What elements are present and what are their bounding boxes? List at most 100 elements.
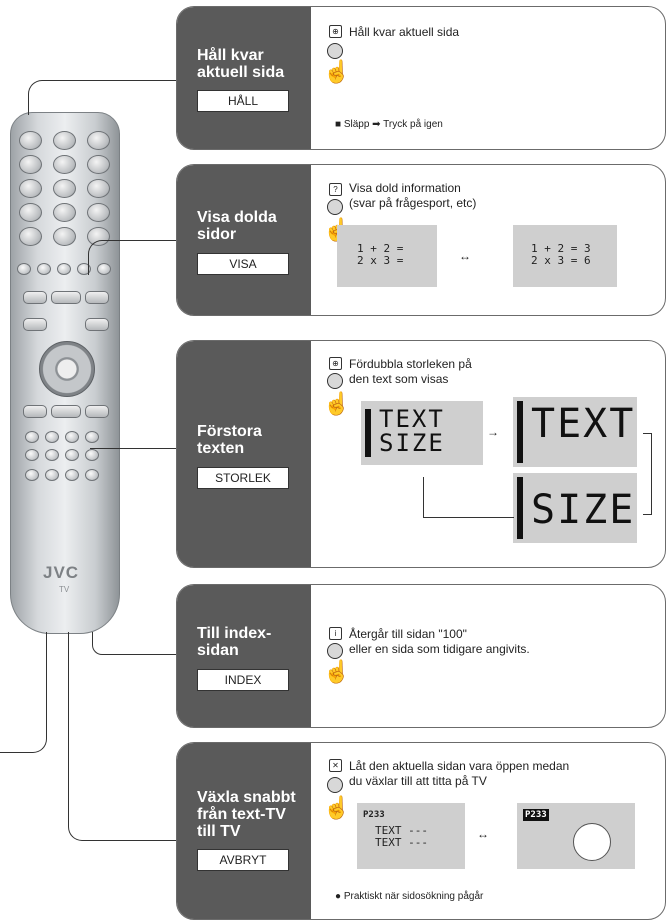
- connector-line: [90, 448, 178, 450]
- hold-key[interactable]: HÅLL: [197, 90, 289, 112]
- screen-top-half: TEXT: [513, 397, 637, 467]
- remote-button[interactable]: [19, 227, 42, 246]
- remote-rect-button[interactable]: [51, 405, 81, 418]
- remote-text-button[interactable]: [65, 431, 79, 443]
- equation-line: 2 x 3 =: [357, 254, 404, 267]
- remote-text-button[interactable]: [85, 449, 99, 461]
- remote-text-button[interactable]: [45, 449, 59, 461]
- remote-text-button[interactable]: [25, 431, 39, 443]
- remote-control: JVC TV: [10, 112, 120, 634]
- card-text: du växlar till att titta på TV: [349, 774, 487, 788]
- teletext-line: TEXT ---: [375, 836, 428, 849]
- screen-before: 1 + 2 = 2 x 3 =: [337, 225, 437, 287]
- tv-picture-icon: [573, 823, 611, 861]
- remote-text-button[interactable]: [65, 449, 79, 461]
- index-icon: i: [329, 627, 342, 640]
- screen-bar: [365, 409, 371, 457]
- card-note: ● Praktiskt när sidosökning pågår: [335, 891, 484, 902]
- card-text: (svar på frågesport, etc): [349, 196, 477, 210]
- size-key[interactable]: STORLEK: [197, 467, 289, 489]
- card-index: Till index-sidan INDEX i ☝ Återgår till …: [176, 584, 666, 728]
- remote-rect-button[interactable]: [85, 405, 109, 418]
- connector-line: [0, 632, 47, 753]
- card-side: [177, 743, 311, 919]
- remote-key-icon: [327, 43, 343, 59]
- screen-normal: TEXT SIZE: [361, 401, 483, 465]
- teletext-screen: P233 TEXT --- TEXT ---: [357, 803, 465, 869]
- remote-key-icon: [327, 777, 343, 793]
- double-arrow-icon: ↔: [459, 249, 471, 263]
- remote-small-button[interactable]: [17, 263, 31, 275]
- card-note: ■ Släpp ➡ Tryck på igen: [335, 119, 443, 130]
- card-title: Till index-sidan: [197, 625, 272, 659]
- arrow-right-icon: →: [487, 425, 499, 439]
- size-word: TEXT: [379, 405, 445, 433]
- remote-text-button[interactable]: [45, 431, 59, 443]
- remote-text-button[interactable]: [25, 469, 39, 481]
- remote-text-button[interactable]: [85, 431, 99, 443]
- remote-text-button[interactable]: [25, 449, 39, 461]
- page-number: P233: [363, 810, 385, 820]
- remote-button[interactable]: [53, 227, 76, 246]
- remote-button[interactable]: [87, 203, 110, 222]
- equation-line: 2 x 3 = 6: [531, 254, 591, 267]
- cycle-line: [423, 477, 514, 518]
- remote-button[interactable]: [19, 203, 42, 222]
- remote-small-button[interactable]: [57, 263, 71, 275]
- card-text: den text som visas: [349, 372, 449, 386]
- remote-small-button[interactable]: [37, 263, 51, 275]
- remote-button[interactable]: [53, 203, 76, 222]
- remote-rect-button[interactable]: [51, 291, 81, 304]
- cancel-key[interactable]: AVBRYT: [197, 849, 289, 871]
- screen-bar: [517, 401, 523, 463]
- cycle-line: [643, 433, 652, 515]
- remote-button[interactable]: [19, 155, 42, 174]
- remote-rect-button[interactable]: [85, 291, 109, 304]
- teletext-line: TEXT ---: [375, 824, 428, 837]
- remote-button[interactable]: [53, 179, 76, 198]
- equation-line: 1 + 2 = 3: [531, 242, 591, 255]
- remote-button[interactable]: [19, 179, 42, 198]
- card-side: [177, 7, 311, 149]
- hand-pointer-icon: ☝: [323, 795, 351, 820]
- remote-button[interactable]: [87, 155, 110, 174]
- hand-pointer-icon: ☝: [323, 391, 351, 416]
- size-word: SIZE: [531, 487, 636, 533]
- card-side: [177, 165, 311, 315]
- tv-screen: P233: [517, 803, 635, 869]
- remote-rect-button[interactable]: [85, 318, 109, 331]
- remote-key-icon: [327, 643, 343, 659]
- remote-rect-button[interactable]: [23, 291, 47, 304]
- card-text: Fördubbla storleken på: [349, 357, 472, 371]
- remote-button[interactable]: [87, 179, 110, 198]
- remote-button[interactable]: [53, 155, 76, 174]
- remote-button[interactable]: [87, 131, 110, 150]
- remote-key-icon: [327, 199, 343, 215]
- card-side: [177, 585, 311, 727]
- remote-tv-label: TV: [59, 585, 70, 594]
- remote-rect-button[interactable]: [23, 405, 47, 418]
- size-word: SIZE: [379, 429, 445, 457]
- card-text: eller en sida som tidigare angivits.: [349, 642, 530, 656]
- connector-line: [28, 80, 179, 115]
- remote-rect-button[interactable]: [23, 318, 47, 331]
- connector-line: [68, 632, 179, 841]
- remote-text-button[interactable]: [85, 469, 99, 481]
- index-key[interactable]: INDEX: [197, 669, 289, 691]
- remote-dpad[interactable]: [39, 341, 95, 397]
- remote-text-button[interactable]: [45, 469, 59, 481]
- card-text: Återgår till sidan "100": [349, 627, 467, 641]
- remote-text-button[interactable]: [65, 469, 79, 481]
- reveal-key[interactable]: VISA: [197, 253, 289, 275]
- hand-pointer-icon: ☝: [323, 59, 351, 84]
- double-arrow-icon: ↔: [477, 827, 489, 841]
- screen-bottom-half: SIZE: [513, 473, 637, 543]
- remote-button[interactable]: [19, 131, 42, 150]
- remote-button[interactable]: [53, 131, 76, 150]
